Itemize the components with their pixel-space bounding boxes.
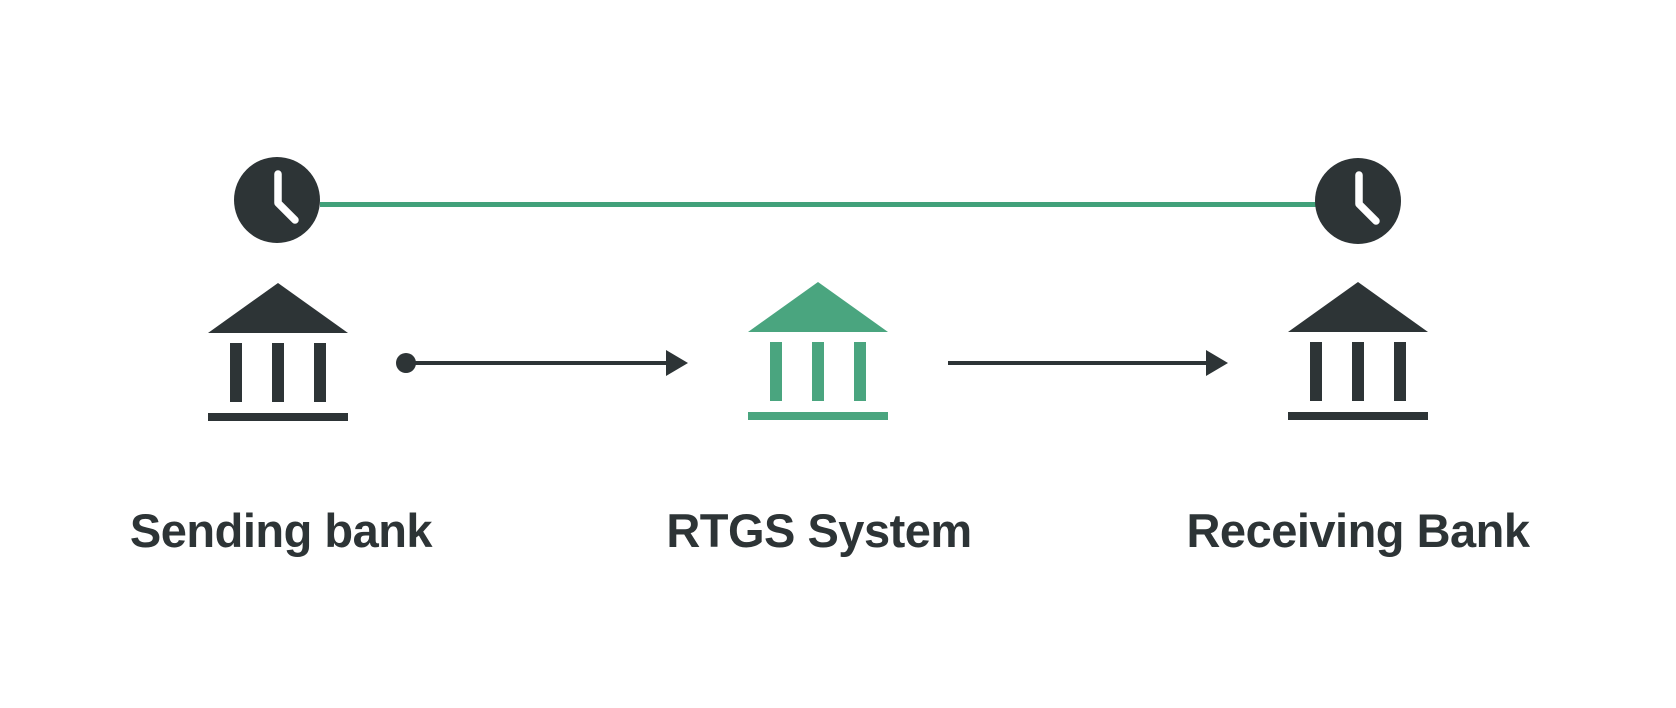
arrow-line-rtgs-to-receiving xyxy=(948,361,1208,365)
node-label-rtgs-system: RTGS System xyxy=(666,504,972,557)
clock-icon xyxy=(1315,158,1401,244)
bank-icon xyxy=(748,282,888,420)
clock-icon xyxy=(234,157,320,243)
arrow-line-sending-to-rtgs xyxy=(406,361,668,365)
timeline-connector-line xyxy=(320,202,1316,207)
arrowhead-icon xyxy=(1206,350,1228,376)
bank-icon xyxy=(1288,282,1428,420)
node-label-sending-bank: Sending bank xyxy=(129,504,433,557)
bank-icon xyxy=(208,283,348,421)
node-label-receiving-bank: Receiving Bank xyxy=(1186,504,1530,557)
arrowhead-icon xyxy=(666,350,688,376)
